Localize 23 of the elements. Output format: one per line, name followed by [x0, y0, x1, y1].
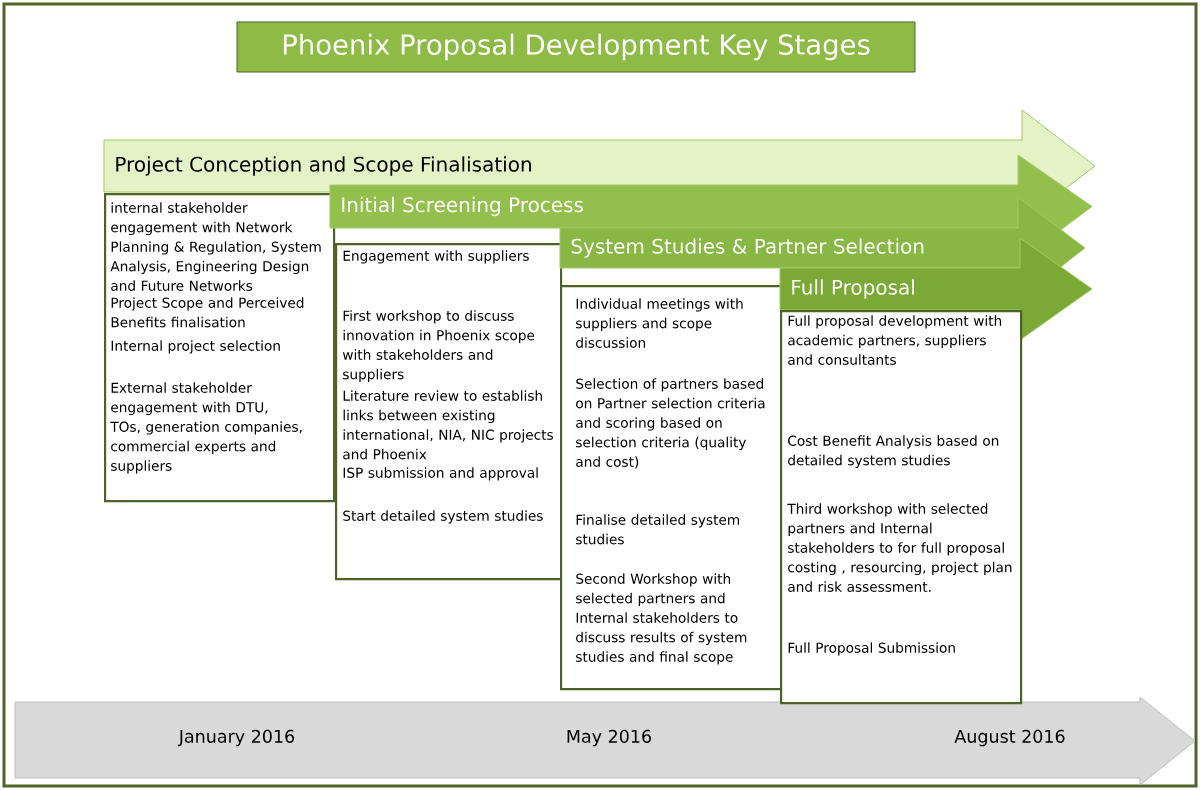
date-label: January 2016	[177, 729, 295, 747]
text-panel	[560, 285, 783, 691]
panel-text: Project Scope and Perceived Benefits finalisation	[111, 297, 304, 328]
text-panel	[780, 310, 1023, 705]
panel-text: Full Proposal Submission	[788, 642, 955, 656]
panel-text: Literature review to establish links between existing international, NIA, NIC projects and Phoenix	[343, 390, 553, 460]
panel-text: External stakeholder engagement with DTU, TOs, generation companies, commercial experts and suppliers	[110, 382, 302, 474]
text-panel	[104, 193, 336, 503]
title-banner: Phoenix Proposal Development Key Stages	[236, 21, 916, 73]
panel-text: First workshop to discuss innovation in Phoenix scope with stakeholders and suppliers	[342, 310, 535, 383]
panel-text: Cost Benefit Analysis based on detailed system studies	[788, 435, 999, 469]
date-label: May 2016	[567, 729, 651, 747]
panel-text: Second Workshop with selected partners and Internal stakeholders to discuss results of system studies and final scope	[576, 573, 747, 665]
panel-text: Internal project selection	[111, 340, 280, 354]
panel-text: Engagement with suppliers	[343, 250, 529, 264]
panel-text: Selection of partners based on Partner selection criteria and scoring based on selection criteria (quality and cost)	[576, 378, 765, 469]
panel-text: Finalise detailed system studies	[576, 514, 739, 545]
date-label: August 2016	[954, 729, 1065, 747]
panel-text: Individual meetings with suppliers and scope discussion	[576, 298, 743, 348]
panel-text: Third workshop with selected partners and Internal stakeholders to for full proposal costing , resourcing, project plan and risk assessment.	[787, 503, 1012, 592]
text-panel	[335, 243, 563, 581]
panel-text: Start detailed system studies	[343, 510, 543, 524]
panel-text: ISP submission and approval	[343, 467, 538, 481]
